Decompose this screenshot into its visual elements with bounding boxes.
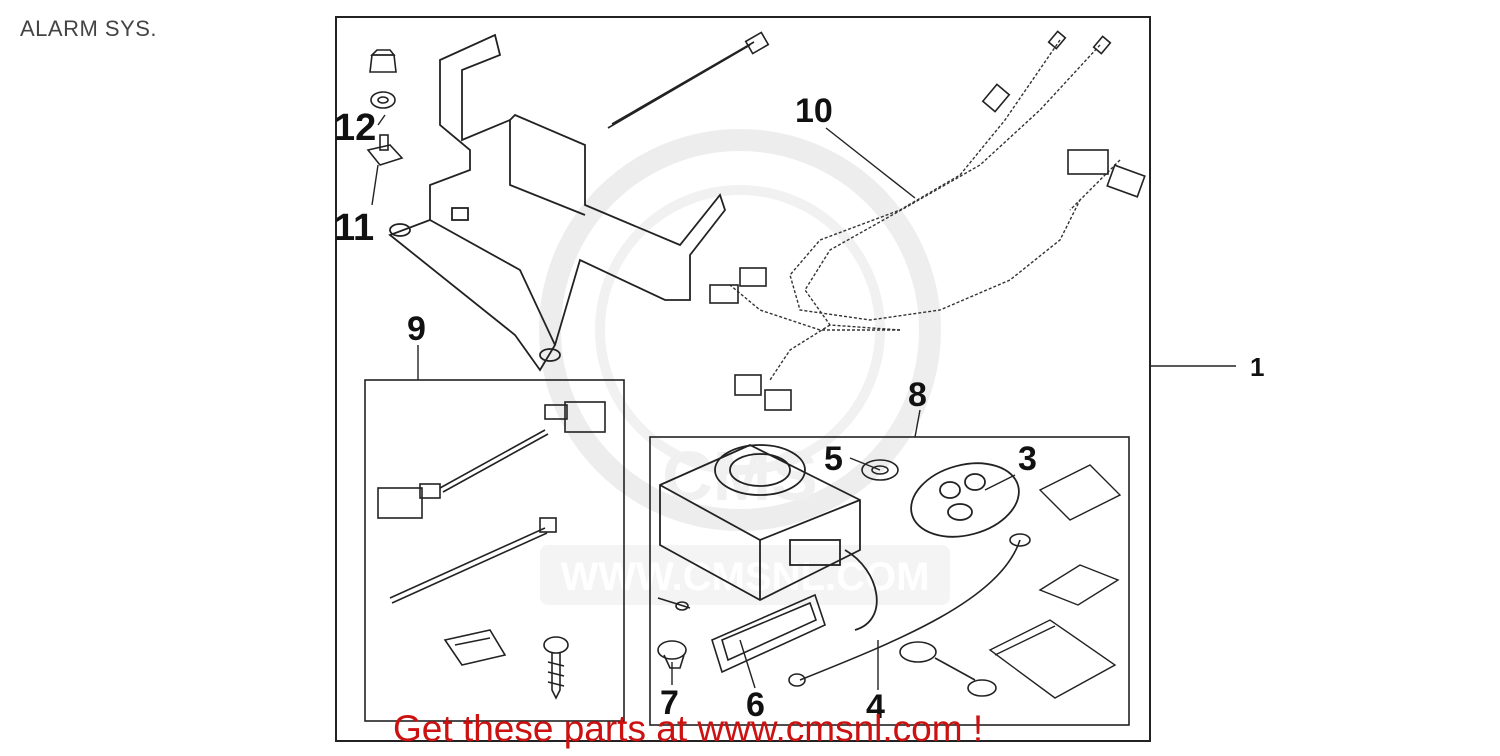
callout-3: 3: [1018, 440, 1037, 478]
mounting-bracket: [388, 33, 727, 372]
wiring-harness: [729, 39, 1121, 381]
cable-tie: [607, 31, 770, 129]
screw: [543, 636, 569, 700]
small-screw: [657, 597, 691, 611]
sub-kit-8-frame: [649, 436, 1130, 726]
clip: [443, 629, 507, 666]
harness-connectors: [709, 30, 1146, 411]
bolt-11: [366, 134, 404, 166]
nut-12: [369, 49, 397, 109]
small-cable-tie: [389, 517, 557, 604]
callout-5: 5: [824, 440, 843, 478]
callout-1: 1: [1250, 352, 1264, 382]
key-tag: [899, 641, 997, 697]
callout-6: 6: [746, 686, 765, 724]
antenna-wire: [788, 533, 1031, 687]
watermark: CMS WWW.CMSNL.COM: [539, 129, 950, 605]
rubber-pad: [711, 593, 826, 674]
plug: [657, 640, 687, 669]
promo-link[interactable]: Get these parts at www.cmsnl.com !: [393, 708, 984, 749]
callout-8: 8: [908, 376, 927, 414]
remote-transmitter: [910, 462, 1020, 538]
sub-kit-9-frame: [364, 379, 625, 722]
grommet: [861, 459, 899, 481]
callout-7: 7: [660, 684, 679, 722]
page-title: ALARM SYS.: [20, 16, 158, 41]
manuals: [988, 464, 1122, 699]
kit-frame: [335, 16, 1151, 742]
callout-4: 4: [866, 688, 885, 726]
extension-connector: [377, 401, 606, 519]
callout-12: 12: [334, 107, 376, 149]
callout-10: 10: [795, 92, 833, 130]
callout-9: 9: [407, 310, 426, 348]
alarm-unit: [659, 444, 878, 631]
callout-11: 11: [334, 207, 374, 249]
